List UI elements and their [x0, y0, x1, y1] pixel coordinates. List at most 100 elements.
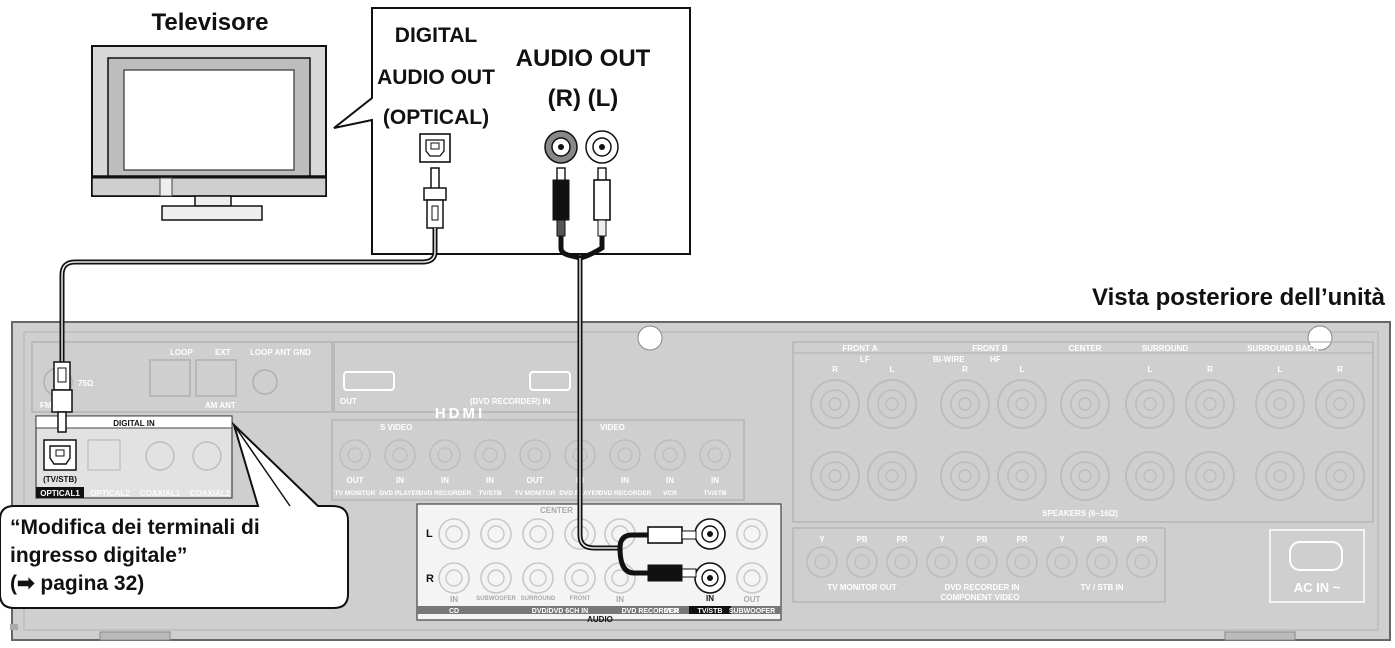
optical2-jack[interactable]: [87, 439, 121, 471]
audio-jack[interactable]: [736, 518, 768, 550]
speaker-terminal[interactable]: [1060, 451, 1110, 501]
component-video-section: [792, 527, 1166, 603]
speaker-terminal[interactable]: [940, 379, 990, 429]
video-jack-io: OUT: [527, 476, 544, 485]
speaker-terminal[interactable]: [1255, 451, 1305, 501]
audio-jack[interactable]: [522, 518, 554, 550]
video-jack[interactable]: [519, 439, 551, 471]
component-jack[interactable]: [1086, 546, 1118, 578]
audio-jack[interactable]: [480, 562, 512, 594]
digital-audio-out-line1: DIGITAL: [395, 24, 478, 47]
coaxial1-label: COAXIAL1: [140, 489, 181, 498]
audio-title: AUDIO: [587, 615, 613, 624]
speaker-group-label: SURROUND BACK: [1247, 344, 1319, 353]
video-jack[interactable]: [339, 439, 371, 471]
speaker-polarity-label: L: [1278, 365, 1283, 374]
coaxial1-jack[interactable]: [145, 441, 175, 471]
digital-input-callout: [0, 421, 349, 609]
component-jack[interactable]: [966, 546, 998, 578]
video-jack[interactable]: [654, 439, 686, 471]
video-jack-label: TV MONITOR: [515, 490, 556, 497]
video-jack-label: VCR: [663, 490, 677, 497]
speaker-terminal[interactable]: [1125, 379, 1175, 429]
speaker-terminal[interactable]: [1060, 379, 1110, 429]
component-group-label: TV / STB IN: [1080, 583, 1123, 592]
component-col-label: PR: [1016, 535, 1027, 544]
component-col-label: Y: [819, 535, 825, 544]
component-group-label: DVD RECORDER IN: [944, 583, 1019, 592]
speaker-terminal[interactable]: [867, 379, 917, 429]
video-jack[interactable]: [699, 439, 731, 471]
speaker-terminal[interactable]: [1185, 451, 1235, 501]
audio-jack[interactable]: [522, 562, 554, 594]
audio-jack[interactable]: [564, 562, 596, 594]
video-jack[interactable]: [609, 439, 641, 471]
television: [91, 45, 327, 221]
tv-stb-in-label: IN: [706, 594, 714, 603]
hdmi-out-jack[interactable]: [343, 371, 395, 391]
tv-audio-r-jack[interactable]: [544, 130, 578, 164]
component-jack[interactable]: [1006, 546, 1038, 578]
coaxial2-jack[interactable]: [192, 441, 222, 471]
component-jack[interactable]: [1046, 546, 1078, 578]
video-jack-label: DVD RECORDER: [419, 490, 472, 497]
audio-l-tag: L: [426, 528, 433, 540]
speaker-terminal[interactable]: [940, 451, 990, 501]
speaker-terminal[interactable]: [997, 379, 1047, 429]
speaker-terminal[interactable]: [1185, 379, 1235, 429]
rca-cable-split: [558, 236, 605, 261]
audio-jack[interactable]: [438, 562, 470, 594]
audio-jack[interactable]: [438, 518, 470, 550]
optical-plug-tv: [423, 167, 447, 229]
audio-jack[interactable]: [480, 518, 512, 550]
audio-row-label: FRONT: [570, 596, 591, 602]
am-ant-label: AM ANT: [205, 401, 236, 410]
optical1-jack[interactable]: [43, 439, 77, 471]
tv-audio-l-jack[interactable]: [585, 130, 619, 164]
audio-in-label: IN: [450, 595, 458, 604]
speaker-terminal[interactable]: [1315, 451, 1365, 501]
loop-ant-gnd-label: LOOP ANT GND: [250, 348, 311, 357]
component-jack[interactable]: [846, 546, 878, 578]
bi-wire-label: BI-WIRE: [933, 355, 965, 364]
digital-audio-out-line3: (OPTICAL): [383, 106, 489, 129]
digital-in-label: DIGITAL IN: [113, 419, 155, 428]
component-jack[interactable]: [926, 546, 958, 578]
video-jack-io: OUT: [347, 476, 364, 485]
ac-in-socket[interactable]: [1289, 541, 1343, 571]
speaker-terminal[interactable]: [810, 451, 860, 501]
audio-bottom-label: DVD/DVD 6CH IN: [532, 608, 588, 615]
video-jack[interactable]: [429, 439, 461, 471]
hdmi-in-label: (DVD RECORDER) IN: [470, 397, 551, 406]
speaker-polarity-label: R: [1337, 365, 1343, 374]
optical-plug-unit: [51, 361, 73, 433]
audio-bottom-label: VCR: [665, 608, 680, 615]
video-jack-io: IN: [666, 476, 674, 485]
component-jack[interactable]: [1126, 546, 1158, 578]
speaker-terminal[interactable]: [1315, 379, 1365, 429]
speaker-polarity-label: L: [890, 365, 895, 374]
speaker-terminal[interactable]: [997, 451, 1047, 501]
antenna-section: [31, 341, 333, 413]
component-col-label: PR: [896, 535, 907, 544]
tv-optical-jack[interactable]: [419, 133, 451, 163]
speaker-terminal[interactable]: [810, 379, 860, 429]
component-col-label: Y: [1059, 535, 1065, 544]
speaker-terminal[interactable]: [1255, 379, 1305, 429]
video-jack[interactable]: [474, 439, 506, 471]
audio-jack[interactable]: [736, 562, 768, 594]
component-jack[interactable]: [806, 546, 838, 578]
hdmi-in-jack[interactable]: [529, 371, 571, 391]
ext-label: EXT: [215, 348, 231, 357]
speaker-terminal[interactable]: [1125, 451, 1175, 501]
video-jack[interactable]: [384, 439, 416, 471]
speaker-polarity-label: L: [1148, 365, 1153, 374]
audio-bottom-label: TV/STB: [698, 608, 723, 615]
speaker-section: [792, 341, 1374, 523]
speaker-terminal[interactable]: [867, 451, 917, 501]
component-col-label: PB: [976, 535, 987, 544]
lf-label: LF: [860, 355, 870, 364]
component-jack[interactable]: [886, 546, 918, 578]
